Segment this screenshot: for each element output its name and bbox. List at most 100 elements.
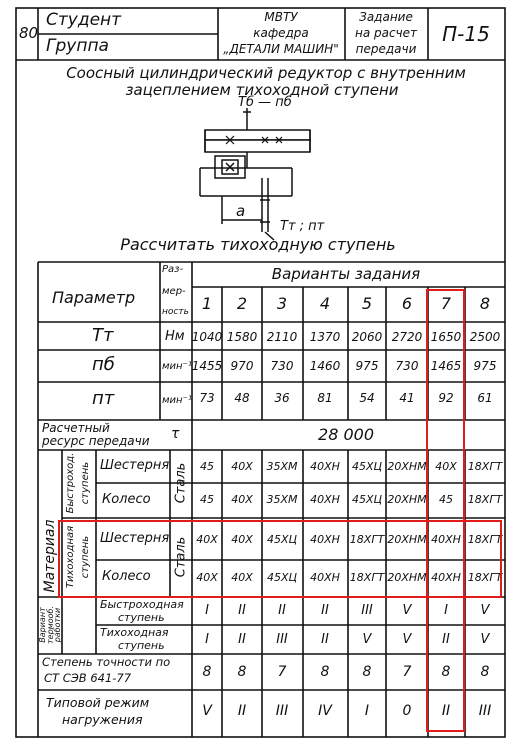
heat-slow-value: III — [276, 632, 288, 647]
load-label-1: Типовой режим — [46, 695, 150, 710]
fast-wheel-material: 40Х — [231, 493, 253, 506]
unit-header-3: ность — [162, 307, 189, 317]
slow-pinion-material: 45ХЦ — [266, 533, 298, 546]
n-fast-value: 970 — [230, 359, 254, 373]
fast-pinion-material: 35ХМ — [266, 460, 298, 473]
accuracy-value: 8 — [320, 664, 330, 680]
institution-line-1: МВТУ — [264, 10, 298, 24]
slow-wheel-material: 45ХЦ — [266, 571, 298, 584]
slow-wheel-material: 40ХН — [310, 571, 340, 584]
n-slow-value: 61 — [477, 391, 493, 405]
heat-fast-value: I — [444, 603, 448, 618]
fast-wheel-material: 20ХНМ — [387, 493, 427, 506]
heat-slow-value: V — [402, 632, 412, 647]
variant-number: 7 — [440, 294, 452, 313]
slow-pinion-material: 20ХНМ — [387, 533, 427, 546]
load-label-2: нагружения — [62, 712, 143, 727]
heat-slow-value: V — [480, 632, 490, 647]
assignment-code: П-15 — [442, 22, 490, 46]
student-label: Студент — [46, 10, 122, 30]
fast-pinion-material: 40Х — [435, 460, 457, 473]
heat-fast-value: V — [480, 603, 490, 618]
slow-wheel-material: 18ХГТ — [467, 571, 503, 584]
variant-number: 3 — [276, 294, 288, 313]
fast-pinion-material: 18ХГТ — [467, 460, 503, 473]
accuracy-value: 7 — [277, 664, 287, 680]
accuracy-value: 8 — [441, 664, 451, 680]
variant-number: 4 — [319, 294, 331, 313]
slow-wheel-material: 20ХНМ — [387, 571, 427, 584]
n-fast-value: 1465 — [430, 359, 462, 373]
slow-wheel-material: 18ХГТ — [349, 571, 385, 584]
fast-pinion-material: 45ХЦ — [351, 460, 383, 473]
slow-stage-label-1: Тихоходная — [65, 525, 76, 589]
unit-header-2: мер- — [162, 286, 186, 297]
slow-wheel-material: 40ХН — [431, 571, 461, 584]
heat-slow-value: V — [362, 632, 372, 647]
heat-fast-value: II — [278, 603, 286, 618]
scheme-top-label: Тб — пб — [238, 95, 292, 110]
resource-value: 28 000 — [318, 425, 374, 444]
task-statement: Рассчитать тихоходную ступень — [120, 235, 396, 254]
n-fast-value: 1460 — [309, 359, 341, 373]
n-fast-value: 975 — [355, 359, 379, 373]
param-header: Параметр — [52, 288, 136, 307]
torque-value: 1580 — [226, 330, 258, 344]
n-slow-value: 41 — [399, 391, 415, 405]
slow-stage-label-2: ступень — [80, 535, 91, 579]
heat-fast-value: III — [361, 603, 373, 618]
variant-number: 5 — [361, 294, 373, 313]
slow-wheel-material: 40Х — [196, 571, 218, 584]
fast-stage-label-1: Быстроход. — [65, 452, 76, 514]
slow-pinion-material: 40Х — [196, 533, 218, 546]
load-value: III — [275, 703, 289, 719]
institution-line-3: „ДЕТАЛИ МАШИН" — [223, 42, 339, 56]
heat-fast-value: II — [321, 603, 329, 618]
heat-fast-label-1: Быстроходная — [100, 598, 184, 611]
accuracy-value: 8 — [237, 664, 247, 680]
fast-wheel-material: 40ХН — [310, 493, 340, 506]
load-value: V — [202, 703, 212, 719]
fast-pinion-material: 40Х — [231, 460, 253, 473]
unit-resource: τ — [171, 426, 180, 442]
heat-group-label-3: работки — [53, 607, 62, 643]
accuracy-value: 8 — [362, 664, 372, 680]
torque-value: 1650 — [430, 330, 462, 344]
n-slow-value: 73 — [199, 391, 215, 405]
torque-value: 2110 — [266, 330, 298, 344]
heat-fast-label-2: ступень — [118, 611, 165, 624]
page-number: 80 — [19, 24, 39, 42]
torque-value: 2720 — [391, 330, 423, 344]
load-value: II — [441, 703, 451, 719]
n-fast-value: 1455 — [191, 359, 223, 373]
scheme-distance-label: a — [236, 202, 246, 220]
fast-pinion-label: Шестерня — [100, 458, 170, 473]
fast-steel-label: Сталь — [173, 462, 189, 504]
heat-slow-value: II — [321, 632, 329, 647]
load-value: III — [478, 703, 492, 719]
slow-wheel-material: 40Х — [231, 571, 253, 584]
assignment-line-3: передачи — [355, 42, 417, 56]
slow-pinion-material: 18ХГТ — [467, 533, 503, 546]
heat-slow-label-1: Тихоходная — [100, 626, 169, 639]
variants-header: Варианты задания — [271, 265, 421, 283]
n-slow-value: 54 — [359, 391, 375, 405]
torque-value: 2060 — [351, 330, 383, 344]
heat-slow-value: I — [205, 632, 209, 647]
group-label: Группа — [46, 36, 109, 56]
heat-fast-value: I — [205, 603, 209, 618]
accuracy-value: 8 — [480, 664, 490, 680]
load-value: 0 — [402, 703, 412, 719]
param-n-fast: пб — [92, 354, 115, 375]
fast-wheel-material: 45 — [439, 493, 453, 506]
accuracy-label-2: СТ СЭВ 641-77 — [44, 671, 132, 685]
heat-slow-label-2: ступень — [118, 639, 165, 652]
unit-torque: Нм — [165, 329, 185, 344]
slow-steel-label: Сталь — [173, 536, 189, 578]
torque-value: 2500 — [469, 330, 501, 344]
slow-pinion-material: 40Х — [231, 533, 253, 546]
fast-wheel-material: 45ХЦ — [351, 493, 383, 506]
heat-fast-value: V — [402, 603, 412, 618]
fast-wheel-material: 45 — [200, 493, 214, 506]
